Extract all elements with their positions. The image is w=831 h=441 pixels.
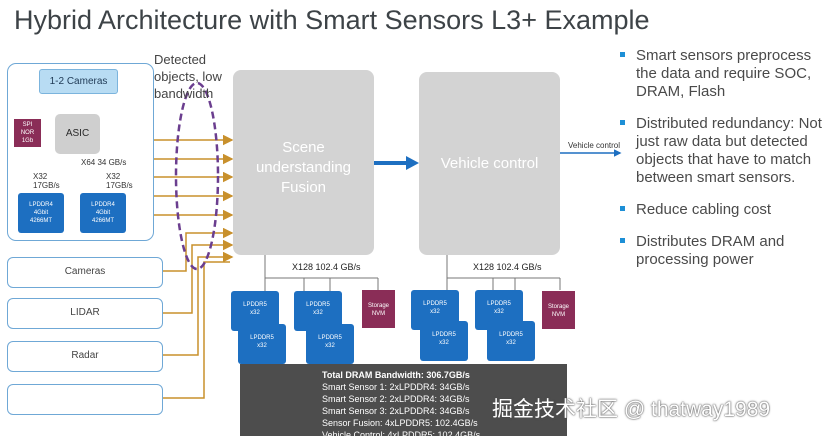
scene-line-3: Fusion [280, 179, 327, 196]
vehicle-control-block: Vehicle control [419, 72, 560, 255]
lpddr5-type: LPDDR5 [423, 301, 447, 307]
bullet-item: Smart sensors preprocess the data and re… [620, 47, 830, 101]
detected-line-1: Detected [154, 52, 207, 67]
lpddr4-left-size: 4Gbit [33, 210, 49, 216]
bullet-text: Distributed redundancy: Not just raw dat… [636, 115, 822, 186]
left-bus-speed: 17GB/s [33, 181, 60, 190]
right-bus-width: X32 [106, 172, 121, 181]
lpddr5-type: LPDDR5 [318, 335, 342, 341]
lpddr5-width: x32 [257, 343, 267, 349]
lpddr4-right-speed: 4266MT [91, 218, 114, 224]
storage-kind: NVM [551, 312, 566, 318]
lpddr4-right-type: LPDDR4 [91, 202, 115, 208]
detected-line-2: objects, low [154, 69, 222, 84]
bullet-marker-icon [620, 52, 625, 57]
detected-objects-ellipse [174, 81, 220, 271]
bullet-marker-icon [620, 206, 625, 211]
dram-summary-line: Smart Sensor 2: 2xLPDDR4: 34GB/s [322, 394, 470, 404]
spi-line-3: 1Gb [21, 138, 34, 144]
dram-bandwidth-summary: Total DRAM Bandwidth: 306.7GB/s Smart Se… [240, 364, 567, 440]
lidar-sensor-row: LIDAR [7, 298, 163, 329]
dram-summary-line: Vehicle Control: 4xLPDDR5: 102.4GB/s [322, 430, 481, 440]
vehicle-bus-label: X128 102.4 GB/s [473, 262, 542, 272]
lpddr5-type: LPDDR5 [487, 301, 511, 307]
bullet-marker-icon [620, 120, 625, 125]
lpddr5-scene-3: LPDDR5 x32 [238, 324, 286, 364]
slide-title: Hybrid Architecture with Smart Sensors L… [14, 5, 650, 35]
bullet-item: Reduce cabling cost [620, 201, 830, 219]
lpddr5-vehicle-3: LPDDR5 x32 [420, 321, 468, 361]
lpddr5-width: x32 [494, 309, 504, 315]
asic-bus-label: X64 34 GB/s [81, 158, 127, 167]
watermark: 掘金技术社区 @ thatway1989 [492, 398, 771, 421]
scene-bus-label: X128 102.4 GB/s [292, 262, 361, 272]
left-bus-width: X32 [33, 172, 48, 181]
scene-line-2: understanding [255, 159, 352, 176]
dram-summary-header: Total DRAM Bandwidth: 306.7GB/s [322, 370, 470, 380]
extra-sensor-row [7, 384, 163, 415]
lpddr4-left-speed: 4266MT [29, 218, 52, 224]
spi-line-1: SPI [22, 122, 33, 128]
bullet-item: Distributed redundancy: Not just raw dat… [620, 115, 830, 187]
storage-kind: NVM [371, 311, 386, 317]
lpddr5-type: LPDDR5 [250, 335, 274, 341]
cameras-block: 1-2 Cameras [39, 69, 118, 94]
lpddr4-right-size: 4Gbit [95, 210, 111, 216]
spi-nor-block: SPI NOR 1Gb [14, 119, 41, 147]
dram-summary-line: Smart Sensor 1: 2xLPDDR4: 34GB/s [322, 382, 470, 392]
lpddr5-type: LPDDR5 [306, 302, 330, 308]
cameras-sensor-row: Cameras [7, 257, 163, 288]
lpddr4-left-type: LPDDR4 [29, 202, 53, 208]
lpddr5-width: x32 [325, 343, 335, 349]
bullet-text: Distributes DRAM and processing power [636, 233, 785, 268]
lpddr5-width: x32 [313, 310, 323, 316]
scene-fusion-block: Scene understanding Fusion [233, 70, 374, 255]
bullet-list: Smart sensors preprocess the data and re… [620, 47, 830, 283]
left-bus-label: X32 17GB/s [33, 172, 60, 190]
right-bus-speed: 17GB/s [106, 181, 133, 190]
lpddr5-width: x32 [250, 310, 260, 316]
lpddr5-type: LPDDR5 [499, 332, 523, 338]
lpddr5-type: LPDDR5 [432, 332, 456, 338]
detected-objects-note: Detected objects, low bandwidth [154, 51, 222, 102]
dram-summary-line: Smart Sensor 3: 2xLPDDR4: 34GB/s [322, 406, 470, 416]
vehicle-control-output-label: Vehicle control [568, 141, 621, 150]
dram-summary-line: Sensor Fusion: 4xLPDDR5: 102.4GB/s [322, 418, 478, 428]
right-bus-label: X32 17GB/s [106, 172, 133, 190]
scene-line-1: Scene [282, 139, 325, 156]
spi-line-2: NOR [20, 130, 35, 136]
storage-type: Storage [367, 303, 389, 309]
storage-type: Storage [547, 304, 569, 310]
lpddr5-scene-4: LPDDR5 x32 [306, 324, 354, 364]
lpddr5-type: LPDDR5 [243, 302, 267, 308]
lpddr5-width: x32 [439, 340, 449, 346]
asic-block: ASIC [55, 114, 100, 154]
bullet-marker-icon [620, 238, 625, 243]
bullet-item: Distributes DRAM and processing power [620, 233, 830, 269]
lpddr4-right-block: LPDDR4 4Gbit 4266MT [80, 193, 126, 233]
lpddr5-vehicle-4: LPDDR5 x32 [487, 321, 535, 361]
lpddr4-left-block: LPDDR4 4Gbit 4266MT [18, 193, 64, 233]
bullet-text: Smart sensors preprocess the data and re… [636, 47, 812, 100]
lpddr5-width: x32 [430, 309, 440, 315]
radar-sensor-row: Radar [7, 341, 163, 372]
lpddr5-width: x32 [506, 340, 516, 346]
bullet-text: Reduce cabling cost [636, 201, 772, 218]
detected-line-3: bandwidth [154, 86, 214, 101]
